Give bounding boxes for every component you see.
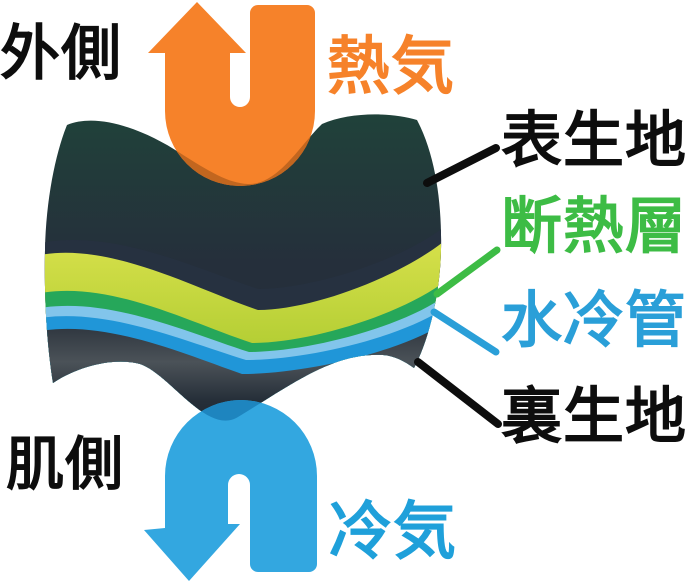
back-fabric-label: 裏生地 xyxy=(501,382,688,450)
pointer-insulation-layer xyxy=(433,246,501,298)
water-pipe-label: 水冷管 xyxy=(501,286,688,354)
skin-side-label: 肌側 xyxy=(6,432,125,497)
cool-air-label: 冷気 xyxy=(329,497,457,567)
pointer-outer-fabric xyxy=(423,144,500,187)
outer-side-label: 外側 xyxy=(0,20,122,87)
hot-air-label: 熱気 xyxy=(327,32,455,102)
insulation-layer-label: 断熱層 xyxy=(501,192,688,260)
cool-air-arrow xyxy=(144,400,317,581)
outer-fabric-label: 表生地 xyxy=(501,106,688,174)
pointer-back-fabric xyxy=(414,358,502,428)
pointer-water-pipe xyxy=(430,308,500,356)
